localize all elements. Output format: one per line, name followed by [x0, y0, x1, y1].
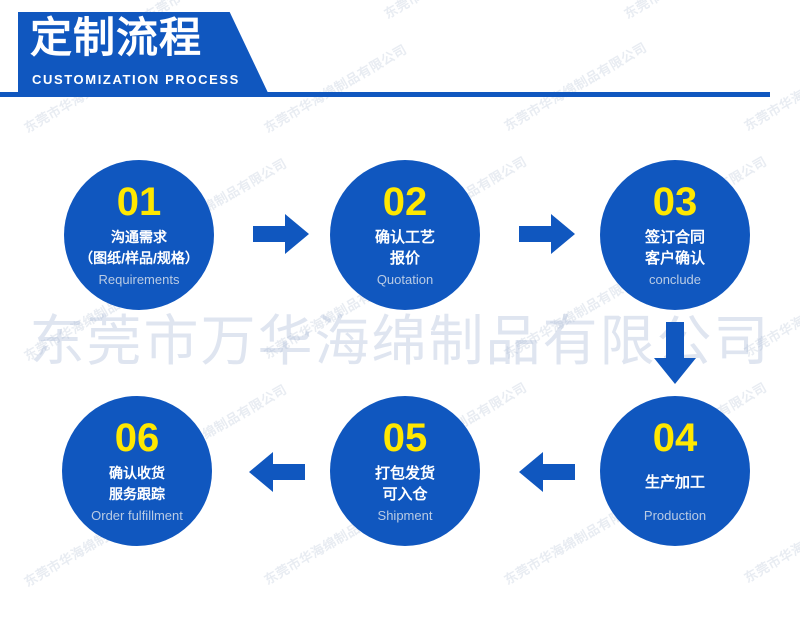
step-title-line2: 服务跟踪	[109, 486, 165, 502]
step-label-en: Order fulfillment	[91, 508, 183, 523]
connector-arrow-left-icon	[519, 450, 575, 494]
connector-arrow-right-icon	[519, 212, 575, 256]
step-number: 01	[116, 180, 162, 224]
step-label-en: Requirements	[98, 272, 180, 287]
process-step-02[interactable]: 02 确认工艺 报价 Quotation	[330, 160, 480, 310]
page-title: 定制流程	[30, 14, 203, 61]
step-title-line1: 确认工艺	[374, 229, 435, 246]
step-title-line1: 生产加工	[644, 474, 705, 491]
step-title-line2: 报价	[389, 250, 420, 267]
step-title-line1: 确认收货	[109, 465, 165, 481]
connector-arrow-left-icon	[249, 450, 305, 494]
step-title-line1: 打包发货	[374, 465, 435, 482]
process-step-04[interactable]: 04 生产加工 Production	[600, 396, 750, 546]
step-label-en: Quotation	[376, 272, 434, 287]
step-label-en: Shipment	[377, 508, 433, 523]
step-number: 04	[652, 416, 698, 460]
step-label-en: Production	[643, 508, 707, 523]
connector-arrow-down-icon	[652, 322, 698, 384]
process-step-06[interactable]: 06 确认收货 服务跟踪 Order fulfillment	[62, 396, 212, 546]
header-divider-rule	[0, 92, 770, 97]
process-step-03[interactable]: 03 签订合同 客户确认 conclude	[600, 160, 750, 310]
page-header: 定制流程 CUSTOMIZATION PROCESS	[0, 0, 800, 110]
header-banner-shape	[18, 12, 270, 97]
step-number: 05	[382, 416, 428, 460]
step-title-line2: （图纸/样品/规格）	[79, 250, 199, 266]
step-title-line1: 沟通需求	[111, 229, 167, 245]
process-step-05[interactable]: 05 打包发货 可入仓 Shipment	[330, 396, 480, 546]
step-number: 06	[114, 416, 160, 460]
page-subtitle: CUSTOMIZATION PROCESS	[32, 72, 240, 87]
step-number: 03	[652, 180, 698, 224]
step-number: 02	[382, 180, 428, 224]
connector-arrow-right-icon	[253, 212, 309, 256]
step-label-en: conclude	[648, 272, 702, 287]
step-title-line2: 可入仓	[382, 486, 428, 503]
process-step-01[interactable]: 01 沟通需求 （图纸/样品/规格） Requirements	[64, 160, 214, 310]
step-title-line2: 客户确认	[644, 250, 705, 267]
step-title-line1: 签订合同	[644, 229, 705, 246]
